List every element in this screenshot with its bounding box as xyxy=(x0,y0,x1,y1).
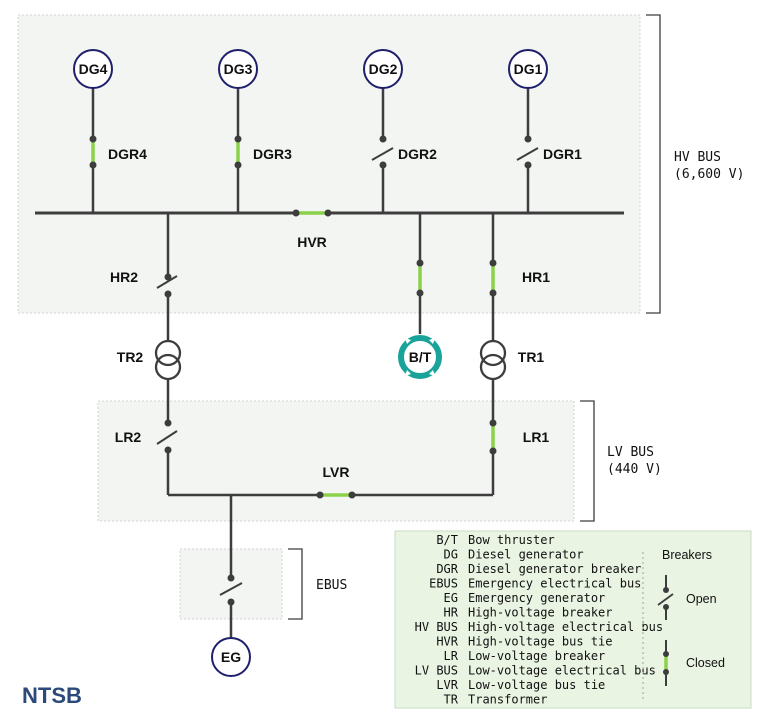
legend-abbr: B/T xyxy=(436,533,458,547)
legend-desc: Bow thruster xyxy=(468,533,555,547)
bt-label: B/T xyxy=(409,349,432,365)
lr2-label: LR2 xyxy=(115,429,142,445)
legend-desc: High-voltage breaker xyxy=(468,606,613,620)
legend-abbr: HVR xyxy=(436,635,458,649)
legend-desc: Low-voltage bus tie xyxy=(468,678,605,692)
dg2-label: DG2 xyxy=(369,61,398,77)
legend-abbr: HR xyxy=(444,606,459,620)
eg-label: EG xyxy=(221,649,241,665)
legend-closed-label: Closed xyxy=(686,656,725,670)
hr2-breaker[interactable] xyxy=(156,273,178,298)
dg1-breaker-label: DGR1 xyxy=(543,146,582,162)
dg1-label: DG1 xyxy=(514,61,543,77)
dg2-breaker-label: DGR2 xyxy=(398,146,437,162)
legend-desc: Emergency generator xyxy=(468,591,605,605)
lvr-breaker[interactable] xyxy=(316,491,356,499)
legend-desc: Low-voltage breaker xyxy=(468,649,605,663)
ntsb-logo: NTSB xyxy=(22,683,82,708)
lv-bus-region xyxy=(97,400,575,522)
dg1-generator xyxy=(508,49,548,89)
legend-abbr: DGR xyxy=(436,562,458,576)
lv-bus-label: LV BUS xyxy=(607,445,654,460)
legend-breakers-title: Breakers xyxy=(662,548,712,562)
lv-bus-voltage: (440 V) xyxy=(607,462,662,477)
legend-open-label: Open xyxy=(686,592,717,606)
lr1-breaker[interactable] xyxy=(489,419,497,455)
hv-bus-label: HV BUS xyxy=(674,150,721,165)
dg4-breaker-label: DGR4 xyxy=(108,146,147,162)
legend-abbr: HV BUS xyxy=(415,620,458,634)
ebus-label: EBUS xyxy=(316,578,347,593)
legend-closed-breaker-icon xyxy=(663,640,669,686)
dg3-label: DG3 xyxy=(224,61,253,77)
ebus-breaker[interactable] xyxy=(219,574,243,606)
eg-generator xyxy=(211,637,251,677)
dg3-generator xyxy=(218,49,258,89)
dg3-breaker-label: DGR3 xyxy=(253,146,292,162)
legend-entry: LV BUS Low-voltage electrical bus xyxy=(415,664,656,678)
dg2-generator xyxy=(363,49,403,89)
legend-entry: LVR Low-voltage bus tie xyxy=(436,678,605,692)
tr1-label: TR1 xyxy=(518,349,545,365)
bow-thruster-icon xyxy=(398,335,442,379)
lv-bus-bracket xyxy=(580,400,595,522)
legend-abbr: LV BUS xyxy=(415,664,458,678)
hvr-breaker[interactable] xyxy=(292,209,332,217)
lvr-label: LVR xyxy=(323,464,350,480)
ebus-bracket xyxy=(288,548,303,620)
legend-desc: Diesel generator xyxy=(468,548,584,562)
tr2-label: TR2 xyxy=(117,349,144,365)
legend-entry: LR Low-voltage breaker xyxy=(444,649,606,663)
legend-entry: HR High-voltage breaker xyxy=(444,606,613,620)
legend-desc: Low-voltage electrical bus xyxy=(468,664,656,678)
dg4-generator xyxy=(73,49,113,89)
legend-entry: DGR Diesel generator breaker xyxy=(436,562,641,576)
hvr-label: HVR xyxy=(297,234,327,250)
hr2-label: HR2 xyxy=(110,269,138,285)
legend-desc: High-voltage electrical bus xyxy=(468,620,663,634)
legend-open-breaker-icon xyxy=(657,575,674,620)
lr1-label: LR1 xyxy=(523,429,550,445)
legend-entry: DG Diesel generator xyxy=(444,548,584,562)
bt-breaker[interactable] xyxy=(416,259,424,297)
legend-entry: EBUS Emergency electrical bus xyxy=(429,577,641,591)
legend-entry: HVR High-voltage bus tie xyxy=(436,635,612,649)
hv-bus-bracket xyxy=(646,14,661,314)
hr1-breaker[interactable] xyxy=(489,259,497,297)
legend-abbr: EBUS xyxy=(429,577,458,591)
legend-abbr: EG xyxy=(444,591,458,605)
legend-desc: Diesel generator breaker xyxy=(468,562,641,576)
legend-desc: High-voltage bus tie xyxy=(468,635,613,649)
legend-entry: TR Transformer xyxy=(444,693,548,707)
dg4-label: DG4 xyxy=(79,61,108,77)
legend-entry: B/T Bow thruster xyxy=(436,533,554,547)
legend-entry: HV BUS High-voltage electrical bus xyxy=(415,620,663,634)
legend-entry: EG Emergency generator xyxy=(444,591,606,605)
legend-abbr: DG xyxy=(444,548,458,562)
tr1-transformer xyxy=(479,339,507,381)
legend-abbr: LVR xyxy=(436,678,458,692)
legend-box xyxy=(394,530,752,709)
legend-desc: Transformer xyxy=(468,693,547,707)
legend-desc: Emergency electrical bus xyxy=(468,577,641,591)
legend-abbr: TR xyxy=(444,693,459,707)
tr2-transformer xyxy=(154,339,182,381)
legend-abbr: LR xyxy=(444,649,459,663)
hv-bus-voltage: (6,600 V) xyxy=(674,167,744,182)
hr1-label: HR1 xyxy=(522,269,550,285)
